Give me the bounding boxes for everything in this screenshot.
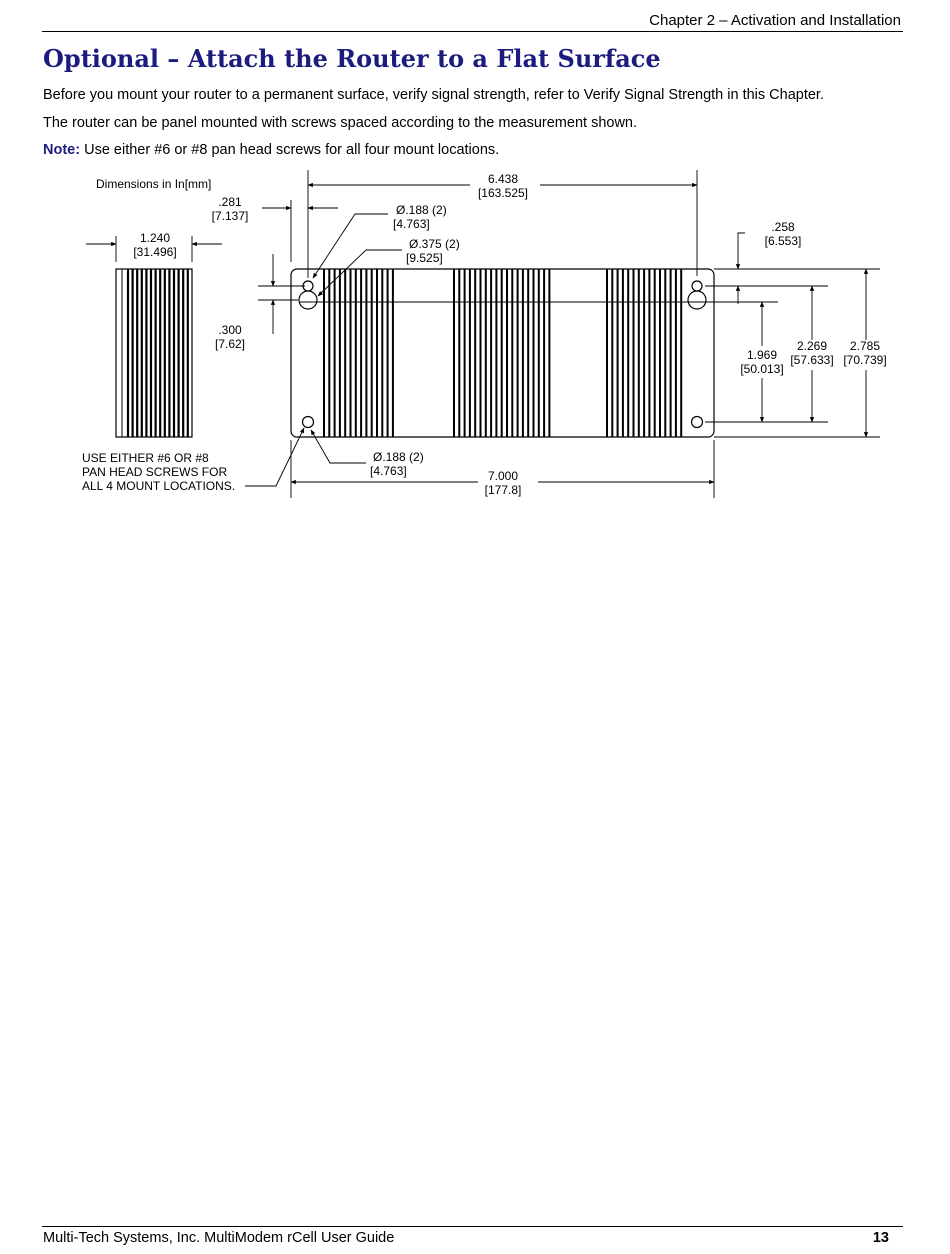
dim-258-mm: [6.553] <box>765 234 802 248</box>
note-text: Use either #6 or #8 pan head screws for … <box>80 142 500 158</box>
dim-width-mm: [31.496] <box>133 245 176 259</box>
router-front-view <box>290 268 715 438</box>
dim-300-mm: [7.62] <box>215 337 245 351</box>
hole-bottom-in: Ø.188 (2) <box>373 450 424 464</box>
screw-note-line-3: ALL 4 MOUNT LOCATIONS. <box>82 479 235 493</box>
mount-hole-bottom-right <box>690 415 704 429</box>
dim-1969-in: 1.969 <box>747 348 777 362</box>
intro-paragraph: Before you mount your router to a perman… <box>43 87 824 103</box>
dimension-labels: Dimensions in In[mm] 1.240 [31.496] .281… <box>82 172 887 497</box>
page-header: Chapter 2 – Activation and Installation <box>42 10 903 32</box>
dim-2269-in: 2.269 <box>797 339 827 353</box>
dim-2785-in: 2.785 <box>850 339 880 353</box>
screw-note-line-2: PAN HEAD SCREWS FOR <box>82 465 227 479</box>
dim-7000-in: 7.000 <box>488 469 518 483</box>
dim-2785-mm: [70.739] <box>843 353 886 367</box>
hole-top-small-mm: [4.763] <box>393 217 430 231</box>
note-paragraph: Note: Use either #6 or #8 pan head screw… <box>43 142 499 158</box>
mount-hole-bottom-left <box>301 415 315 429</box>
hole-top-small-in: Ø.188 (2) <box>396 203 447 217</box>
screw-note-line-1: USE EITHER #6 OR #8 <box>82 451 209 465</box>
footer-title: Multi-Tech Systems, Inc. MultiModem rCel… <box>43 1230 395 1246</box>
dim-7000-mm: [177.8] <box>485 483 522 497</box>
dimension-lines <box>86 170 880 498</box>
dim-258-in: .258 <box>771 220 795 234</box>
chapter-title: Chapter 2 – Activation and Installation <box>649 12 901 29</box>
note-label: Note: <box>43 142 81 158</box>
hole-top-large-in: Ø.375 (2) <box>409 237 460 251</box>
dim-2269-mm: [57.633] <box>790 353 833 367</box>
dim-6438-in: 6.438 <box>488 172 518 186</box>
dim-300-in: .300 <box>218 323 242 337</box>
hole-bottom-mm: [4.763] <box>370 464 407 478</box>
keyhole-slot-right <box>687 280 707 310</box>
dim-6438-mm: [163.525] <box>478 186 528 200</box>
hole-top-large-mm: [9.525] <box>406 251 443 265</box>
dim-281-mm: [7.137] <box>212 209 249 223</box>
dim-281-in: .281 <box>218 195 242 209</box>
section-title: Optional – Attach the Router to a Flat S… <box>43 44 661 73</box>
units-label: Dimensions in In[mm] <box>96 177 211 191</box>
keyhole-slot-left <box>298 280 318 310</box>
router-side-view <box>115 268 193 438</box>
page-footer: Multi-Tech Systems, Inc. MultiModem rCel… <box>42 1226 903 1251</box>
router-dimension-drawing: Dimensions in In[mm] 1.240 [31.496] .281… <box>82 170 887 498</box>
dim-1969-mm: [50.013] <box>740 362 783 376</box>
mounting-paragraph: The router can be panel mounted with scr… <box>43 115 638 131</box>
dim-width-in: 1.240 <box>140 231 170 245</box>
page-number: 13 <box>872 1230 889 1246</box>
